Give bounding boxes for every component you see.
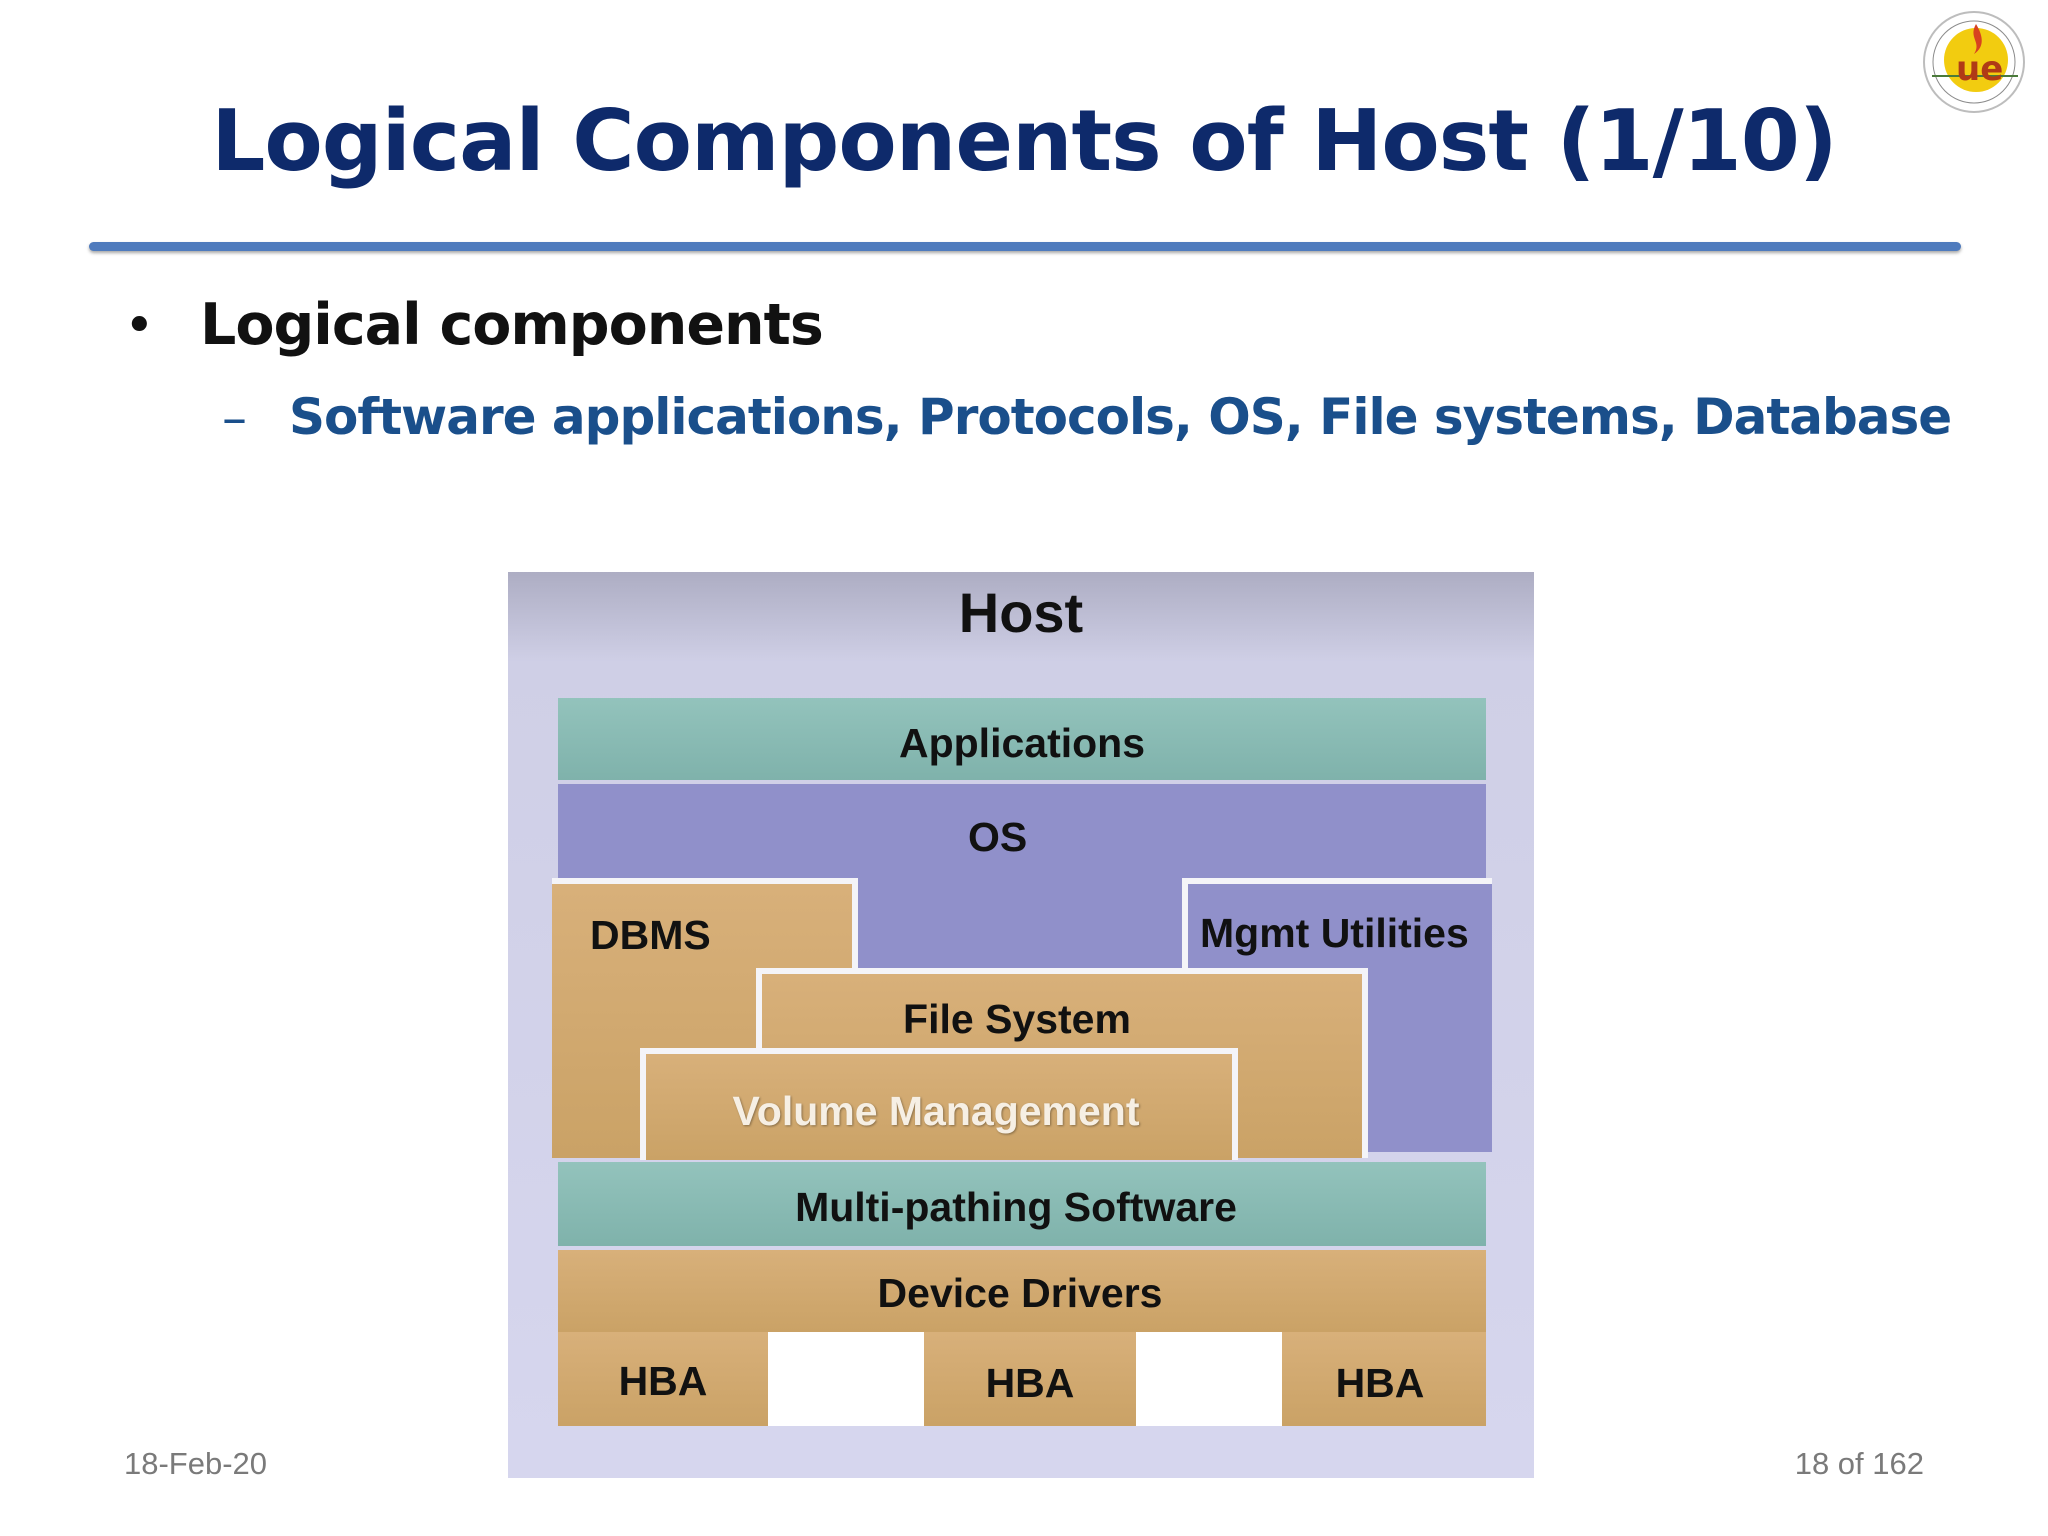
dbms-label: DBMS — [590, 912, 711, 958]
multipathing-label: Multi-pathing Software — [795, 1184, 1237, 1230]
hba-block-2 — [924, 1332, 1136, 1426]
hba-label-3: HBA — [1335, 1360, 1425, 1406]
os-label: OS — [968, 814, 1028, 860]
bullet-marker: • — [124, 296, 155, 356]
hba-label-1: HBA — [618, 1358, 708, 1404]
title-underline — [89, 242, 1961, 251]
volume-management-label: Volume Management — [732, 1088, 1140, 1134]
hba-label-2: HBA — [985, 1360, 1075, 1406]
bullet-logical-components: Logical components — [200, 292, 824, 358]
hba-block-3 — [1282, 1332, 1486, 1426]
footer-page-number: 18 of 162 — [1794, 1446, 1924, 1481]
applications-layer — [558, 698, 1486, 780]
sub-bullet-marker: – — [222, 389, 247, 447]
mgmt-utilities-label: Mgmt Utilities — [1200, 910, 1469, 956]
volume-management-block — [640, 1048, 1238, 1160]
multipathing-layer — [558, 1162, 1486, 1246]
sub-bullet-components-list: Software applications, Protocols, OS, Fi… — [289, 388, 1952, 446]
slide-title: Logical Components of Host (1/10) — [211, 92, 1838, 191]
host-label: Host — [958, 581, 1084, 644]
hba-block-1 — [558, 1332, 768, 1426]
file-system-label: File System — [903, 996, 1131, 1042]
applications-label: Applications — [898, 720, 1146, 766]
device-drivers-label: Device Drivers — [877, 1270, 1163, 1316]
device-drivers-layer — [558, 1250, 1486, 1332]
university-logo-icon: ue — [1910, 6, 2038, 118]
logo-text: ue — [1956, 49, 2003, 89]
footer-date: 18-Feb-20 — [124, 1446, 268, 1481]
